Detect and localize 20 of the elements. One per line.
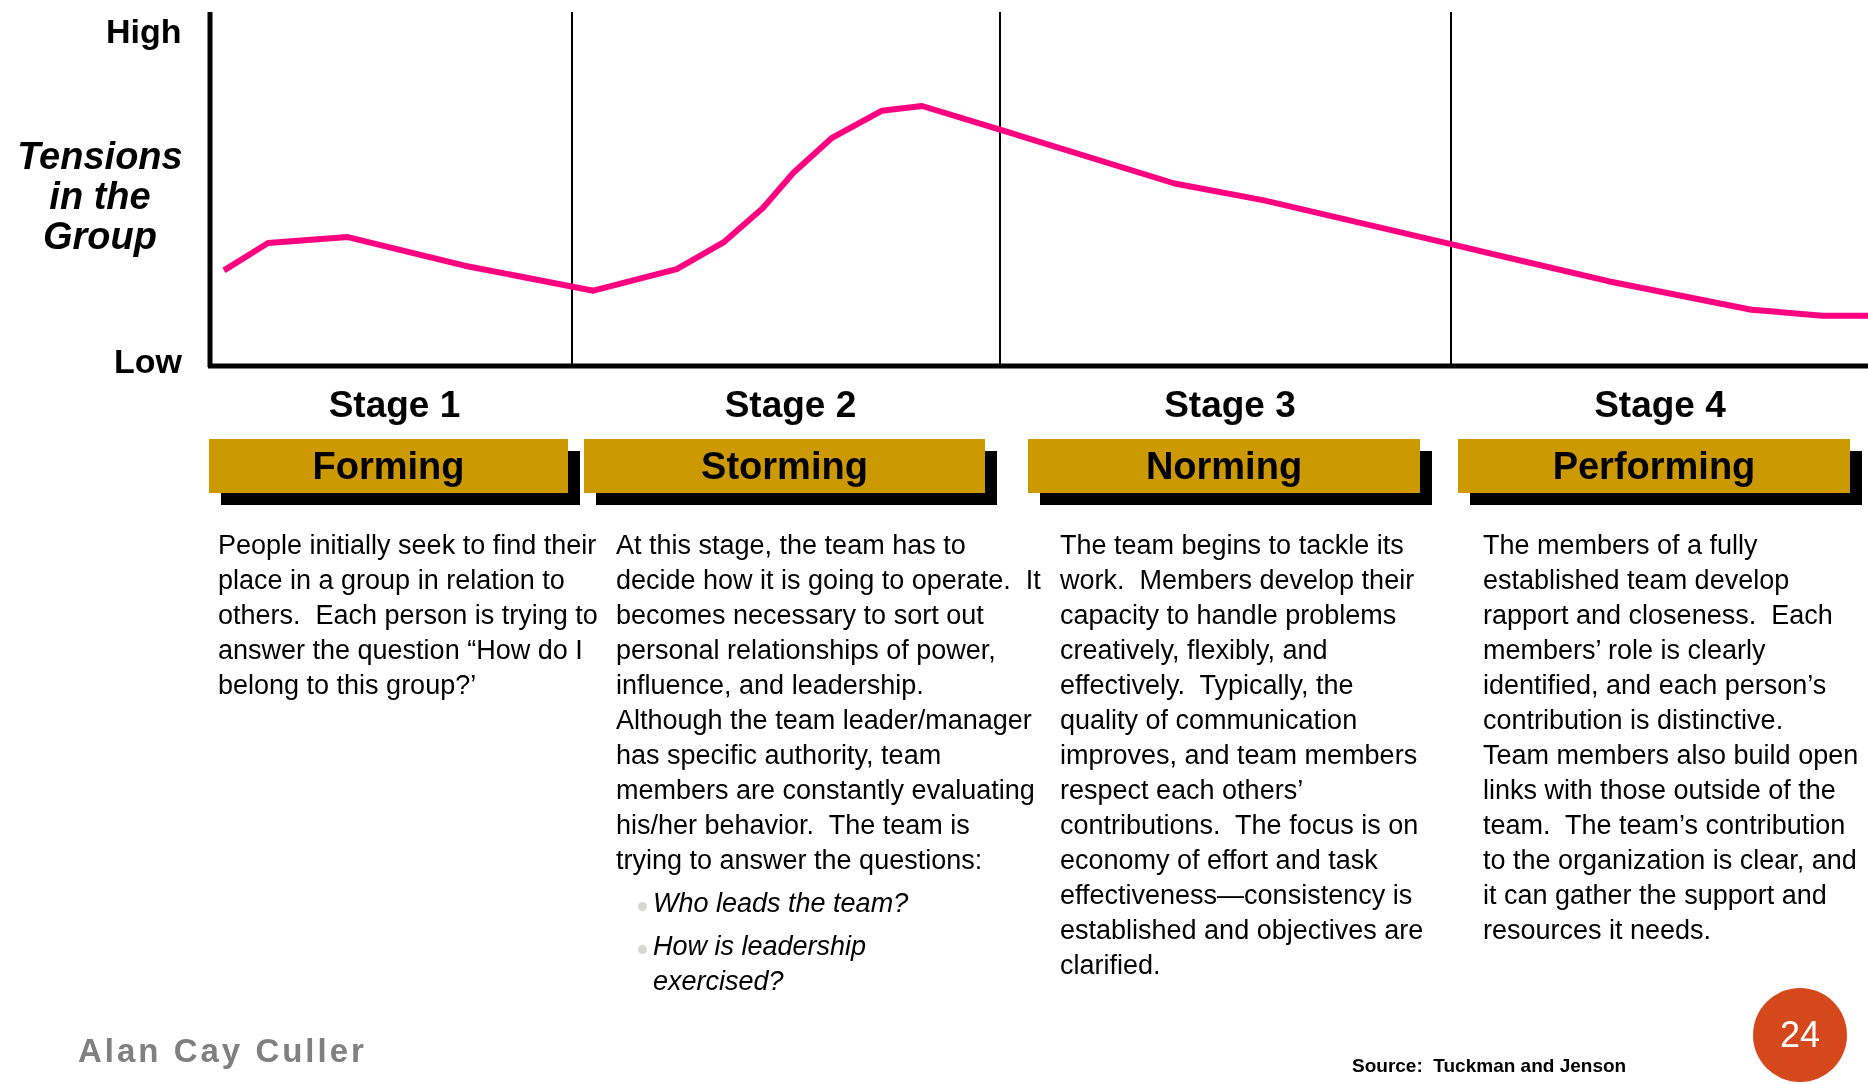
stage-name: Storming [701, 447, 868, 485]
stage-heading: Stage 4 [1593, 384, 1727, 426]
stage-name: Forming [312, 447, 465, 485]
axis-label: Low [114, 344, 182, 378]
axis-title: Tensions in the Group [16, 136, 184, 256]
stage-heading: Stage 3 [1163, 384, 1297, 426]
question-text: Who leads the team? [653, 887, 910, 920]
stage-heading: Stage 1 [327, 384, 462, 426]
stage-description: At this stage, the team has to decide how it is going to operate. It becomes necessary to sort out personal relationships of power, influence, and leadership. Although the team leader/manager has specific authority, team members are constantly evaluating his/her behavior. The team is trying to answer the questions: [616, 529, 1041, 877]
stage-description: The members of a fully established team develop rapport and closeness. Each members’ role is clearly identified, and each person’s contribution is distinctive. Team members also build open links with those outside of the team. The team’s contribution to the organization is clear, and it can gather the support and resources it needs. [1483, 529, 1860, 947]
axis-label: High [106, 14, 182, 48]
question-text: How is leadership exercised? [653, 930, 868, 998]
source-note: Source: Tuckman and Jenson [1352, 1056, 1627, 1075]
stage-heading: Stage 2 [723, 384, 858, 426]
stage-description: The team begins to tackle its work. Members develop their capacity to handle problems creatively, flexibly, and effectively. Typically, the quality of communication improves, and team members respect each others’ contributions. The focus is on economy of effort and task effectiveness—consistency is established and objectives are clarified. [1060, 529, 1425, 982]
author-name: Alan Cay Culler [78, 1034, 367, 1067]
page-number: 24 [1779, 1017, 1820, 1053]
stage-name: Performing [1552, 447, 1756, 485]
stage-description: People initially seek to find their place in a group in relation to others. Each person is trying to answer the question “How do I belong to this group?’ [218, 529, 599, 702]
stage-name: Norming [1145, 447, 1303, 485]
